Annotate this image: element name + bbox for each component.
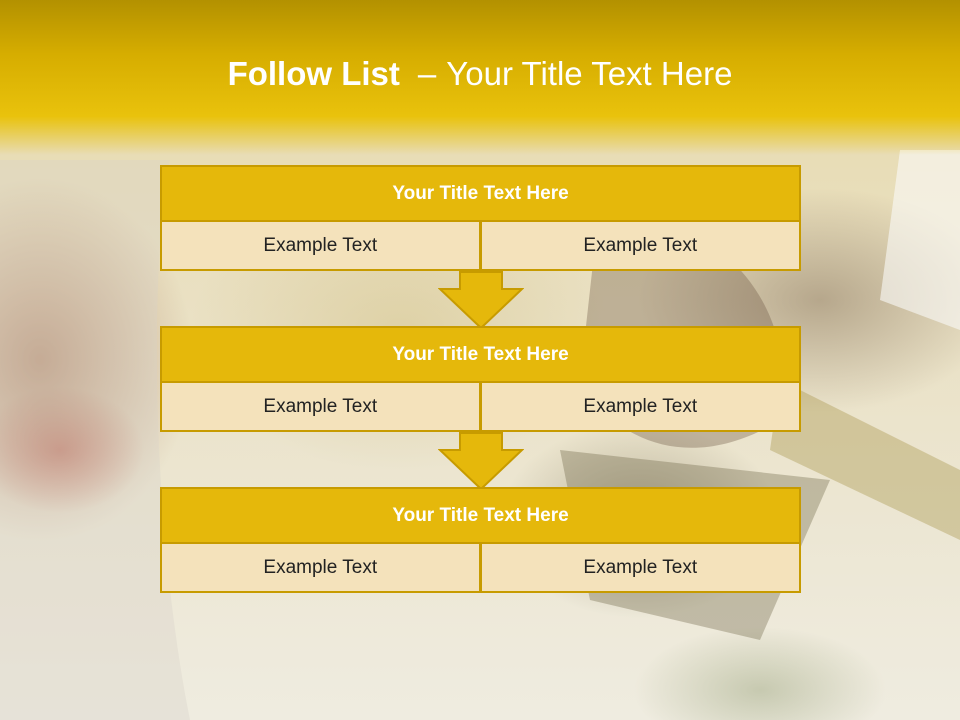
page-title-separator: –: [417, 55, 437, 92]
block-cell-left: Example Text: [160, 544, 481, 593]
block-cell-right: Example Text: [480, 383, 801, 432]
block-cells: Example Text Example Text: [160, 383, 801, 432]
block-cell-left: Example Text: [160, 222, 481, 271]
block-title: Your Title Text Here: [160, 487, 801, 544]
header-band: [0, 0, 960, 155]
block-cells: Example Text Example Text: [160, 222, 801, 271]
block-cells: Example Text Example Text: [160, 544, 801, 593]
down-arrow-icon: [438, 271, 524, 329]
page-title-strong: Follow List: [227, 55, 400, 92]
block-cell-right: Example Text: [480, 544, 801, 593]
list-block-1: Your Title Text Here Example Text Exampl…: [160, 165, 801, 271]
block-cell-left: Example Text: [160, 383, 481, 432]
page-title-rest: Your Title Text Here: [446, 55, 733, 92]
block-title: Your Title Text Here: [160, 165, 801, 222]
block-cell-right: Example Text: [480, 222, 801, 271]
list-block-3: Your Title Text Here Example Text Exampl…: [160, 487, 801, 593]
list-block-2: Your Title Text Here Example Text Exampl…: [160, 326, 801, 432]
down-arrow-icon: [438, 432, 524, 490]
page-title: Follow List–Your Title Text Here: [0, 55, 960, 93]
block-title: Your Title Text Here: [160, 326, 801, 383]
